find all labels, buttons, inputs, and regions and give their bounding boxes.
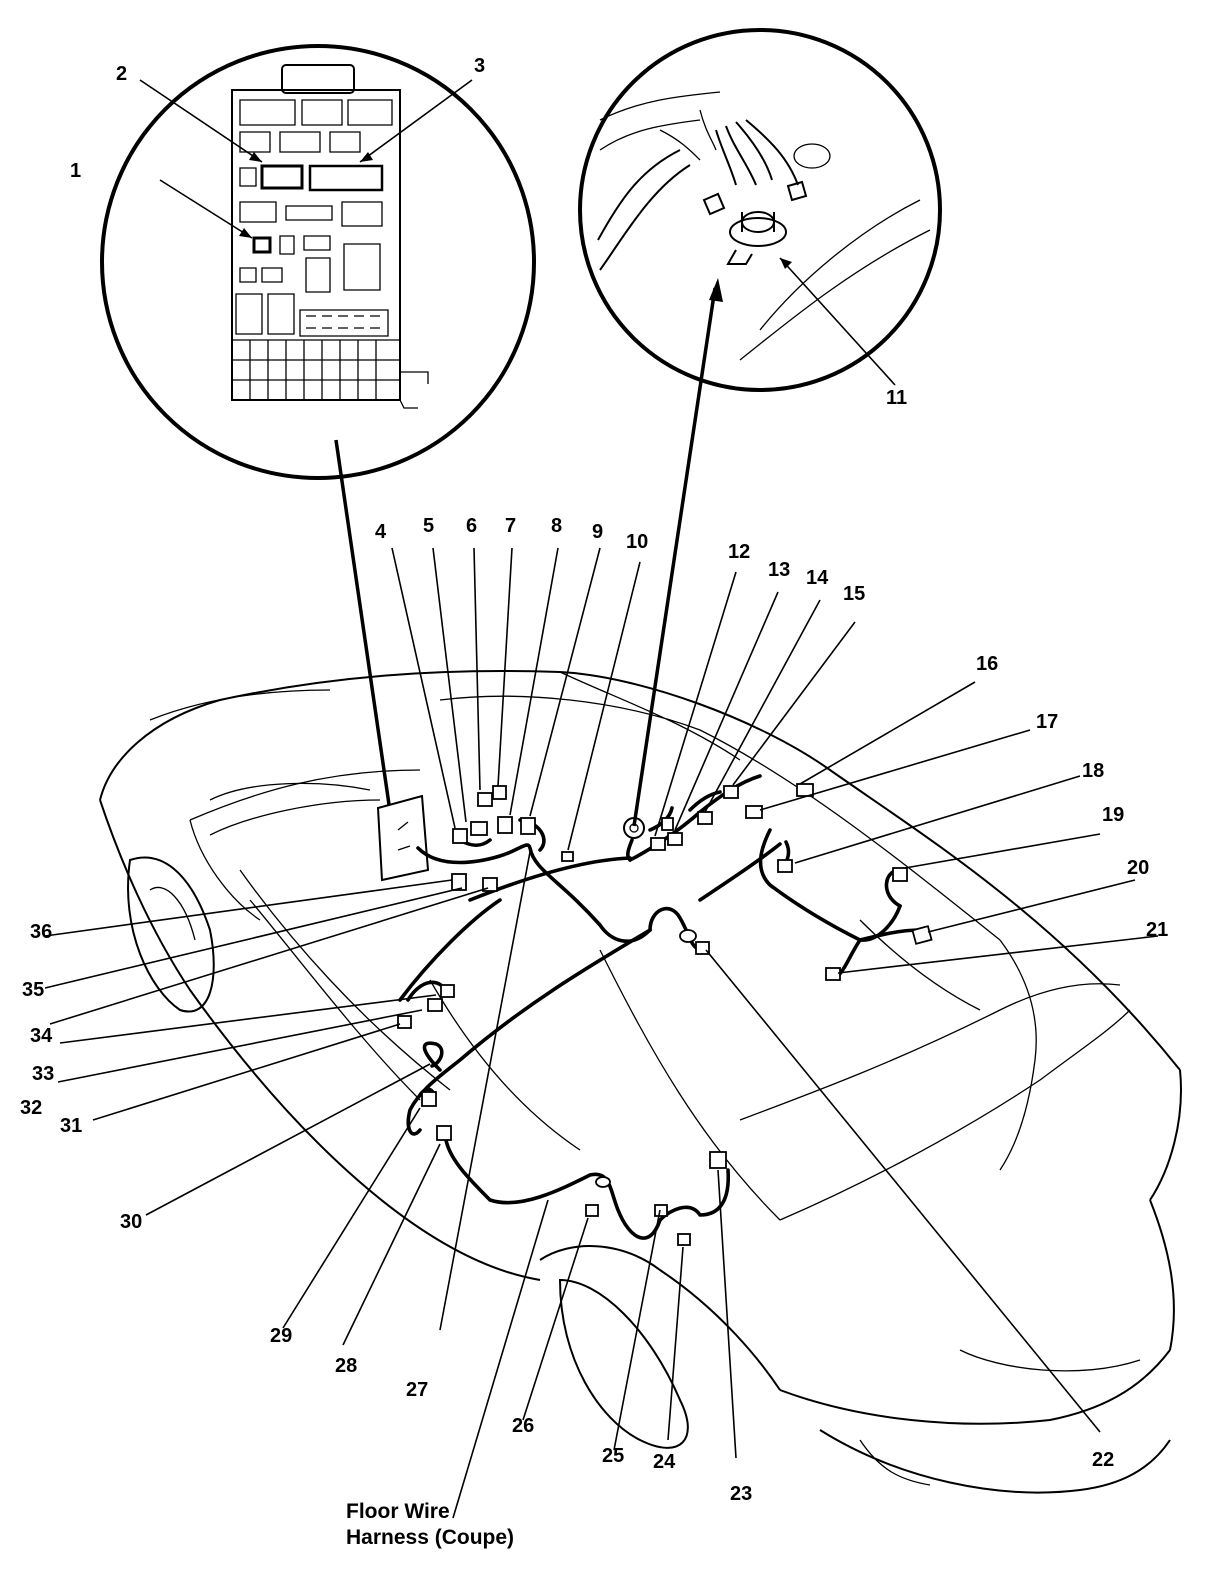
callout-36: 36 [30, 921, 52, 943]
harness-caption-line-2: Harness (Coupe) [346, 1526, 514, 1549]
callout-20: 20 [1127, 857, 1149, 879]
ground-terminal-icon [702, 119, 808, 265]
callout-21: 21 [1146, 919, 1168, 941]
callout-29: 29 [270, 1325, 292, 1347]
callout-28: 28 [335, 1355, 357, 1377]
fuse-box-on-car [376, 794, 430, 882]
callout-35: 35 [22, 979, 44, 1001]
callout-12: 12 [728, 541, 750, 563]
fuse-box-icon [231, 64, 429, 409]
callout-16: 16 [976, 653, 998, 675]
ground-terminal-detail-inset: 11 [578, 28, 942, 409]
callout-19: 19 [1102, 804, 1124, 826]
callout-23: 23 [730, 1483, 752, 1505]
fuse-box-detail-inset: 1 2 3 [70, 44, 536, 480]
callout-13: 13 [768, 559, 790, 581]
callout-4: 4 [375, 521, 387, 543]
callout-9: 9 [592, 521, 603, 543]
callout-5: 5 [423, 515, 434, 537]
callout-2: 2 [116, 63, 127, 85]
callout-15: 15 [843, 583, 865, 605]
callout-1: 1 [70, 160, 81, 182]
callout-26: 26 [512, 1415, 534, 1437]
callout-7: 7 [505, 515, 516, 537]
callout-27: 27 [406, 1379, 428, 1401]
callout-22: 22 [1092, 1449, 1114, 1471]
callout-17: 17 [1036, 711, 1058, 733]
callout-3: 3 [474, 55, 485, 77]
callout-leaders [44, 547, 1159, 1519]
callout-31: 31 [60, 1115, 82, 1137]
callout-30: 30 [120, 1211, 142, 1233]
callout-8: 8 [551, 515, 562, 537]
callout-32: 32 [20, 1097, 42, 1119]
callout-18: 18 [1082, 760, 1104, 782]
callout-10: 10 [626, 531, 648, 553]
harness-connectors [397, 783, 933, 1246]
callout-6: 6 [466, 515, 477, 537]
callout-25: 25 [602, 1445, 624, 1467]
callout-34: 34 [30, 1025, 53, 1047]
callout-24: 24 [653, 1451, 676, 1473]
callout-33: 33 [32, 1063, 54, 1085]
harness-caption-line-1: Floor Wire [346, 1500, 450, 1523]
vehicle-outline [99, 670, 1182, 1494]
callout-14: 14 [806, 567, 829, 589]
callout-11: 11 [886, 387, 907, 409]
